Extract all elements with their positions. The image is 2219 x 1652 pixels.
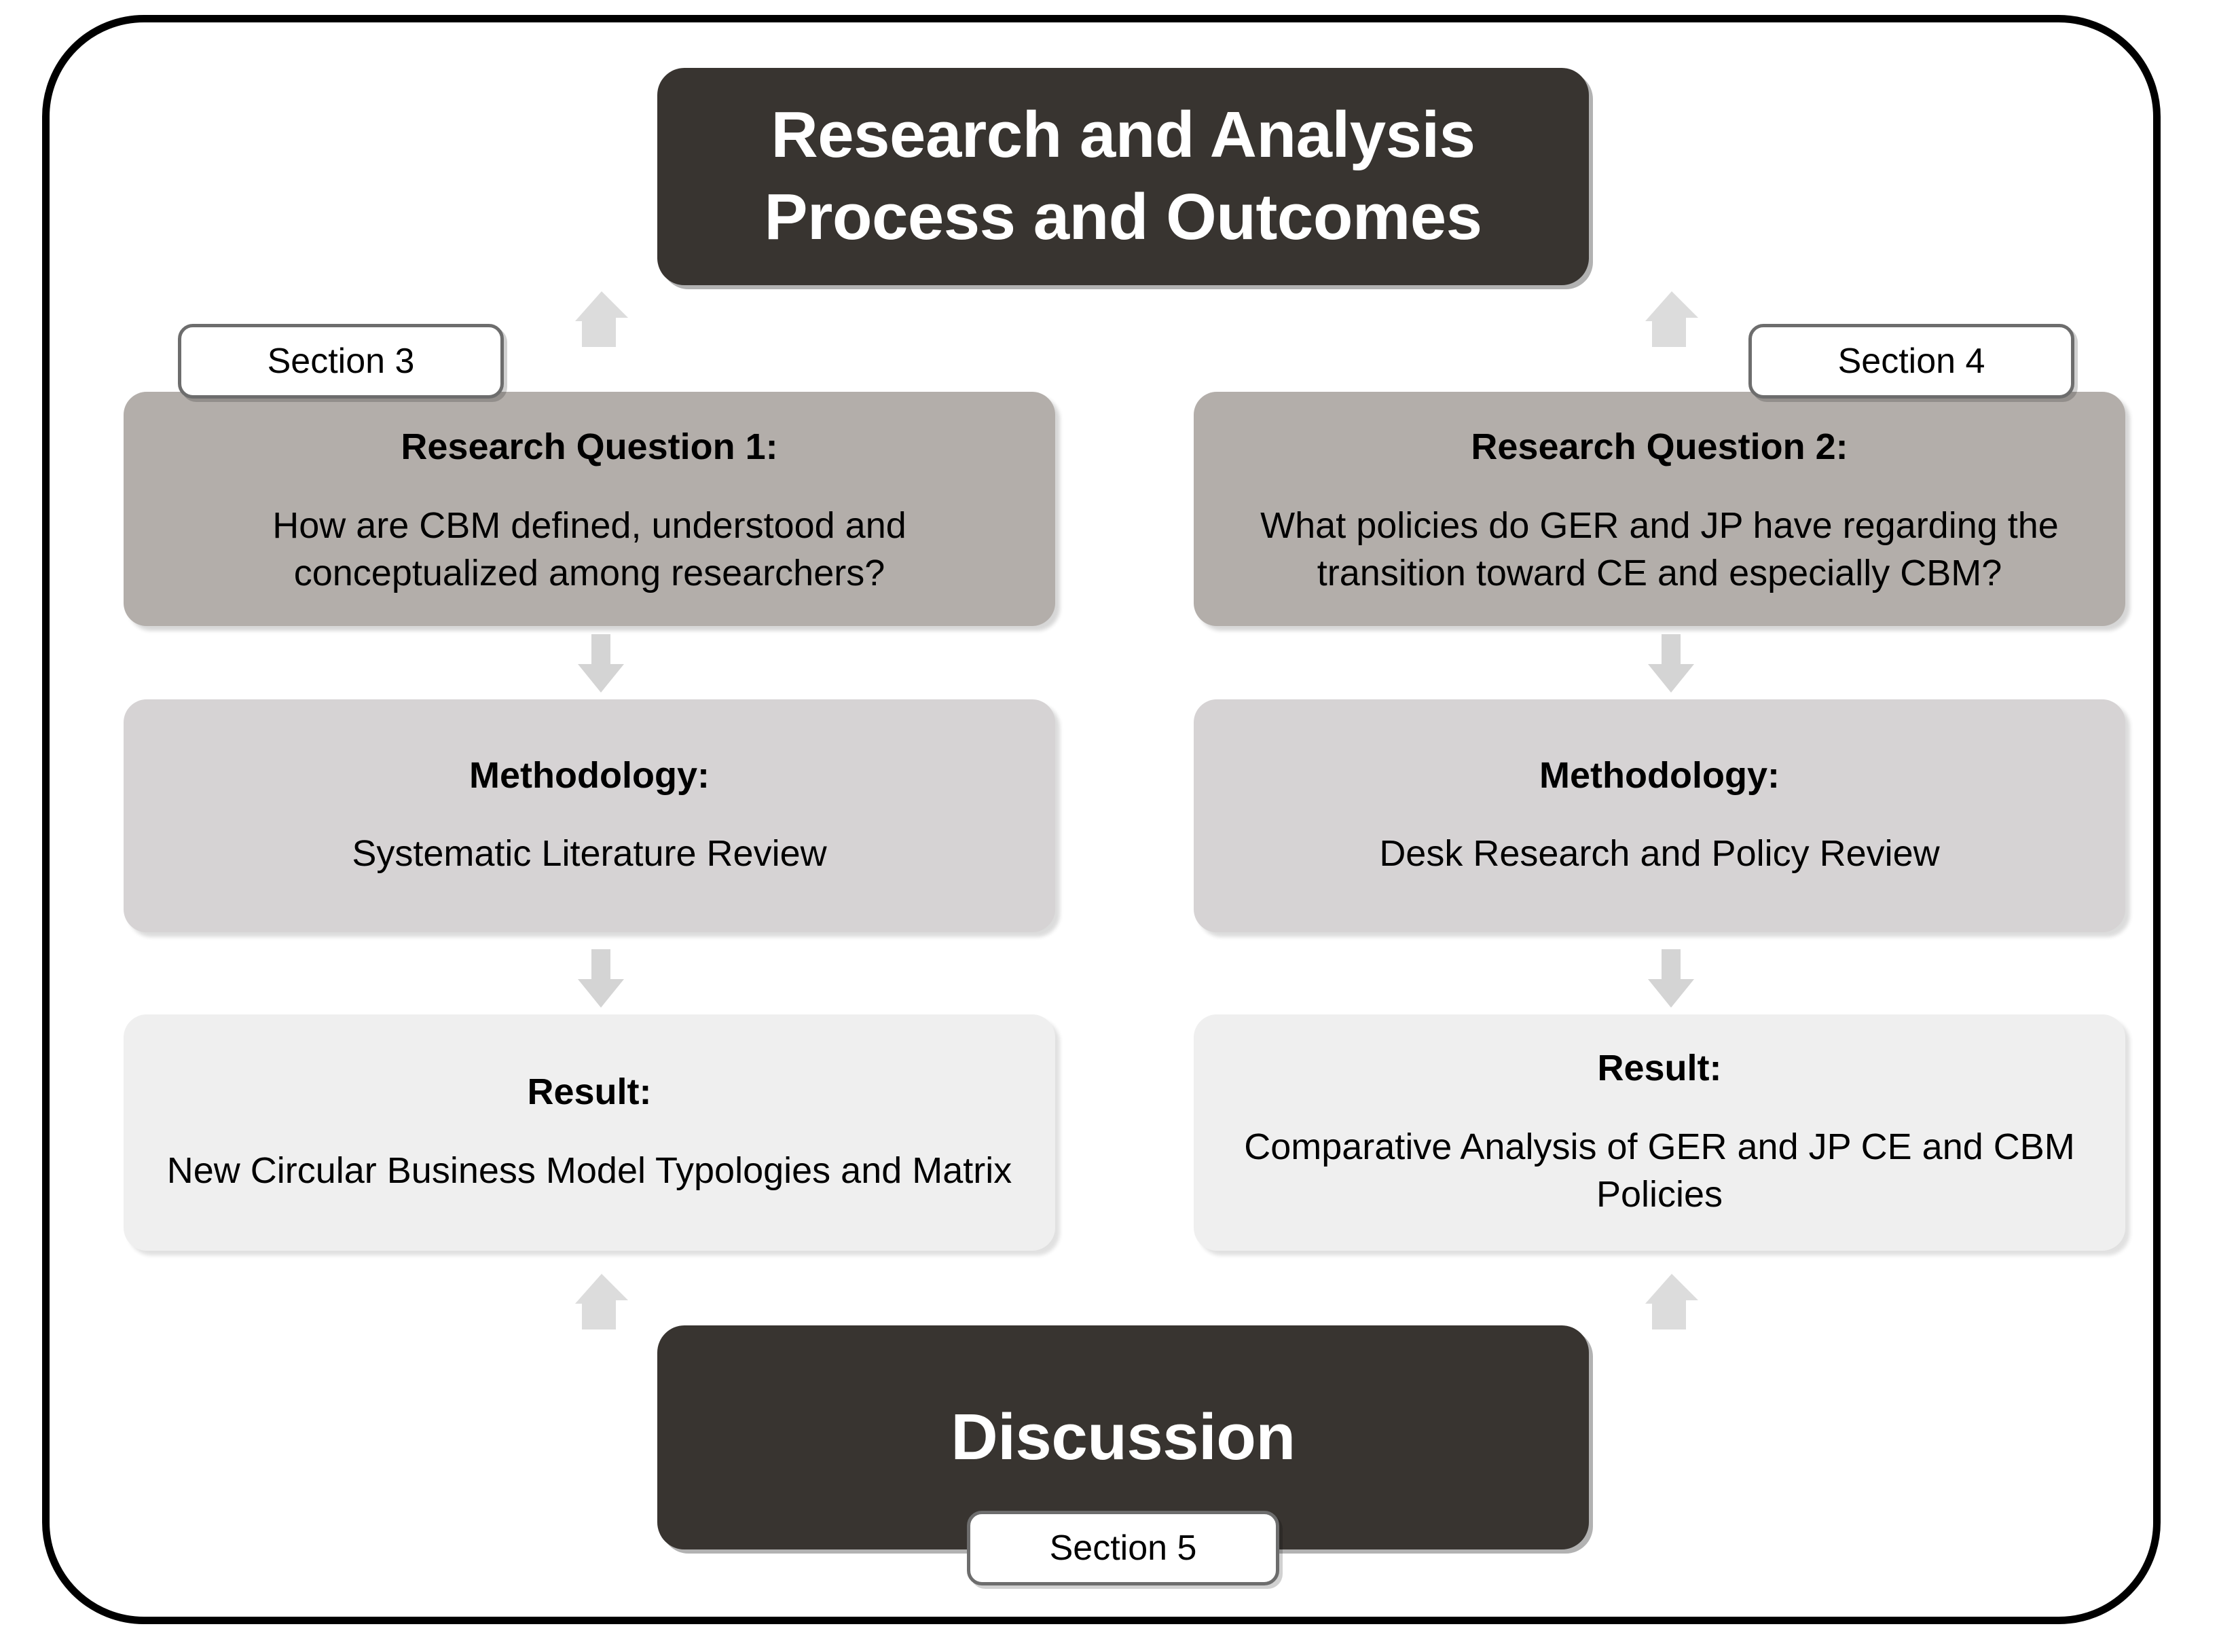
- discussion-label: Discussion: [951, 1401, 1296, 1474]
- methodology-2-text: Desk Research and Policy Review: [1379, 833, 1940, 875]
- title-line-2: Process and Outcomes: [764, 181, 1482, 253]
- result-2-heading: Result:: [1597, 1047, 1722, 1088]
- methodology-2-box: Methodology: Desk Research and Policy Re…: [1194, 699, 2125, 932]
- methodology-1-box: Methodology: Systematic Literature Revie…: [124, 699, 1055, 932]
- research-question-1-heading: Research Question 1:: [401, 426, 778, 468]
- section-tag-left-label: Section 3: [267, 342, 415, 381]
- result-1-box: Result: New Circular Business Model Typo…: [124, 1014, 1055, 1251]
- arrow-result2-to-discussion-icon: [1643, 1271, 1701, 1335]
- arrow-result1-to-discussion-icon: [572, 1271, 631, 1335]
- research-question-2-heading: Research Question 2:: [1471, 426, 1848, 468]
- section-tag-right-label: Section 4: [1837, 342, 1985, 381]
- research-question-1-text: How are CBM defined, understood and conc…: [272, 505, 906, 594]
- result-2-box: Result: Comparative Analysis of GER and …: [1194, 1014, 2125, 1251]
- title-box: Research and Analysis Process and Outcom…: [657, 68, 1589, 285]
- research-question-1-box: Research Question 1: How are CBM defined…: [124, 392, 1055, 626]
- arrow-rq1-to-title-icon: [572, 289, 631, 352]
- section-tag-left: Section 3: [178, 324, 504, 399]
- section-tag-bottom-label: Section 5: [1049, 1528, 1197, 1568]
- arrow-methodology2-to-result-icon: [1644, 947, 1698, 1012]
- arrow-rq2-to-methodology-icon: [1644, 631, 1698, 697]
- result-1-text: New Circular Business Model Typologies a…: [166, 1150, 1012, 1191]
- section-tag-bottom: Section 5: [967, 1511, 1279, 1585]
- result-2-text: Comparative Analysis of GER and JP CE an…: [1244, 1126, 2075, 1215]
- methodology-2-heading: Methodology:: [1539, 754, 1780, 796]
- title-line-1: Research and Analysis: [771, 98, 1475, 172]
- arrow-rq2-to-title-icon: [1643, 289, 1701, 352]
- research-question-2-text: What policies do GER and JP have regardi…: [1260, 505, 2059, 594]
- research-question-2-box: Research Question 2: What policies do GE…: [1194, 392, 2125, 626]
- methodology-1-text: Systematic Literature Review: [352, 833, 827, 875]
- result-1-heading: Result:: [527, 1071, 652, 1113]
- arrow-methodology1-to-result-icon: [574, 947, 628, 1012]
- outer-frame-border: [42, 15, 2161, 1624]
- methodology-1-heading: Methodology:: [469, 754, 710, 796]
- section-tag-right: Section 4: [1748, 324, 2074, 399]
- arrow-rq1-to-methodology-icon: [574, 631, 628, 697]
